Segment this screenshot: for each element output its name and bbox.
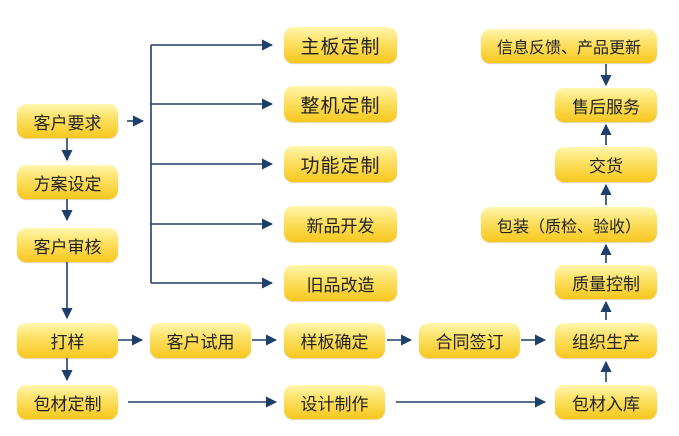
node-whole-machine-custom: 整机定制 (284, 86, 397, 122)
node-design-make: 设计制作 (284, 385, 385, 419)
node-contract-sign: 合同签订 (419, 323, 520, 358)
node-new-product-dev: 新品开发 (284, 206, 397, 242)
node-delivery: 交货 (555, 147, 657, 182)
node-production: 组织生产 (555, 323, 657, 358)
node-after-sales: 售后服务 (555, 88, 657, 122)
node-old-product-rework: 旧品改造 (284, 265, 397, 301)
node-customer-trial: 客户试用 (150, 323, 251, 358)
node-customer-request: 客户要求 (17, 104, 118, 138)
node-packaging-storage: 包材入库 (555, 385, 657, 419)
node-quality-control: 质量控制 (555, 265, 657, 299)
node-sample-confirm: 样板确定 (284, 323, 385, 358)
node-proofing: 打样 (17, 323, 118, 358)
node-customer-review: 客户审核 (17, 228, 118, 262)
node-packaging-custom: 包材定制 (17, 385, 118, 419)
node-function-custom: 功能定制 (284, 146, 397, 182)
node-packing-inspection: 包装（质检、验收） (481, 207, 657, 242)
node-mainboard-custom: 主板定制 (284, 27, 397, 63)
node-plan-setting: 方案设定 (17, 165, 118, 199)
node-feedback-update: 信息反馈、产品更新 (481, 29, 657, 63)
